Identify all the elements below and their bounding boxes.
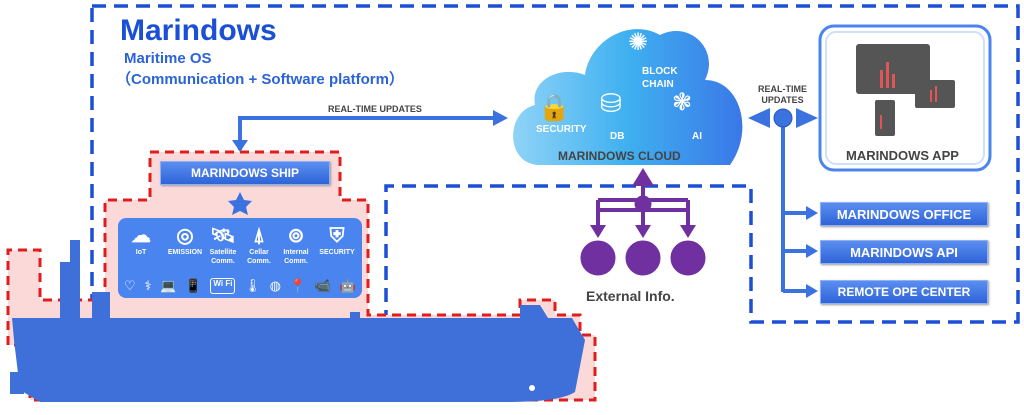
robot-icon: 🤖	[339, 278, 356, 293]
cloud-chain-label: CHAIN	[642, 79, 674, 90]
marindows-api-button[interactable]: MARINDOWS API	[820, 240, 988, 264]
ship-icons-row: ♡ ⚕ 💻 📱 Wi Fi 🌡 ◍ 📍 📹 🤖	[124, 278, 356, 294]
external-info-tree	[580, 168, 706, 276]
marindows-app-label[interactable]: MARINDOWS APP	[846, 148, 959, 163]
radar-icon: ◍	[269, 278, 281, 293]
emission-icon: ◎EMISSION	[167, 225, 203, 256]
location-pin-icon: 📍	[289, 278, 306, 293]
subtitle: Maritime OS	[124, 50, 212, 67]
heart-icon: ♡	[124, 278, 136, 293]
monitor-icon	[856, 44, 930, 94]
database-icon: ⛁	[600, 88, 622, 118]
satellite-icon: 🛰Satellite Comm.	[209, 225, 237, 265]
cellular-icon: ⍋Cellar Comm.	[247, 225, 271, 265]
camera-icon: 📹	[314, 278, 331, 293]
laptop-icon: 💻	[160, 278, 177, 293]
page-title: Marindows	[120, 14, 277, 47]
marindows-office-button[interactable]: MARINDOWS OFFICE	[820, 202, 988, 226]
internal-comm-icon: ⊚Internal Comm.	[283, 225, 309, 265]
iot-icon: ☁IoT	[131, 225, 151, 256]
marindows-ship-button[interactable]: MARINDOWS SHIP	[160, 161, 330, 185]
external-info-label: External Info.	[586, 288, 675, 304]
realtime-line2: UPDATES	[761, 95, 804, 105]
realtime-label-left: REAL-TIME UPDATES	[328, 104, 422, 114]
cloud-security-label: SECURITY	[536, 124, 587, 135]
wifi-icon: Wi Fi	[210, 278, 236, 294]
phone-icon	[875, 100, 895, 136]
brain-icon: ❃	[672, 89, 693, 116]
cloud-title: MARINDOWS CLOUD	[558, 149, 681, 163]
remote-ope-center-button[interactable]: REMOTE OPE CENTER	[820, 280, 988, 304]
thermometer-icon: 🌡	[244, 278, 261, 293]
realtime-label-right: REAL-TIME UPDATES	[758, 84, 807, 106]
phone-icon: 📱	[185, 278, 202, 293]
platform-label: （Communication + Software platform）	[116, 71, 404, 88]
cloud-ai-label: AI	[692, 131, 702, 142]
cloud-block-label: BLOCK	[642, 66, 678, 77]
stethoscope-icon: ⚕	[144, 278, 152, 293]
ship-features-panel: ☁IoT ◎EMISSION 🛰Satellite Comm. ⍋Cellar …	[118, 218, 362, 298]
link-star-icon	[228, 192, 252, 215]
lock-icon: 🔒	[538, 92, 571, 122]
realtime-line1: REAL-TIME	[758, 84, 807, 94]
cloud-db-label: DB	[610, 131, 625, 142]
network-icon: ✺	[628, 29, 649, 56]
cloud-shape	[513, 29, 743, 166]
ship-hull	[12, 305, 585, 402]
security-shield-icon: ⛨SECURITY	[319, 225, 355, 256]
